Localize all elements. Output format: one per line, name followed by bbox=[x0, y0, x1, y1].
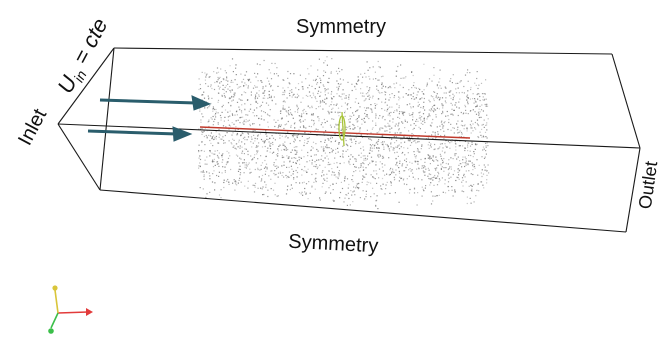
box-edge-outlet-top bbox=[611, 53, 641, 149]
injection-centerline bbox=[199, 126, 471, 139]
outlet-label: Outlet bbox=[635, 160, 661, 210]
box-edge-outlet-bottom bbox=[625, 147, 641, 233]
arrow-right-icon bbox=[99, 95, 212, 111]
inflow-value: = cte bbox=[65, 14, 113, 74]
arrow-right-icon bbox=[87, 126, 193, 142]
box-edge-inlet-bottom bbox=[57, 123, 101, 191]
box-edge-bottom bbox=[99, 189, 627, 233]
injector-marker bbox=[338, 111, 346, 147]
particle-cloud bbox=[198, 56, 490, 210]
xyz-axes-icon bbox=[48, 285, 93, 334]
flow-arrows bbox=[87, 95, 212, 142]
symmetry-bottom-label: Symmetry bbox=[288, 231, 379, 258]
domain-box bbox=[57, 47, 641, 233]
box-edge-back-top bbox=[113, 47, 613, 55]
box-edge-hidden bbox=[99, 47, 115, 191]
svg-text:Uin = cte: Uin = cte bbox=[52, 14, 115, 99]
box-edge-front-top bbox=[57, 123, 641, 149]
inlet-label: Inlet bbox=[14, 105, 51, 149]
symmetry-top-label: Symmetry bbox=[296, 16, 386, 38]
inflow-velocity-label: Uin = cte bbox=[52, 14, 115, 99]
box-edge-inlet-top bbox=[57, 47, 115, 125]
